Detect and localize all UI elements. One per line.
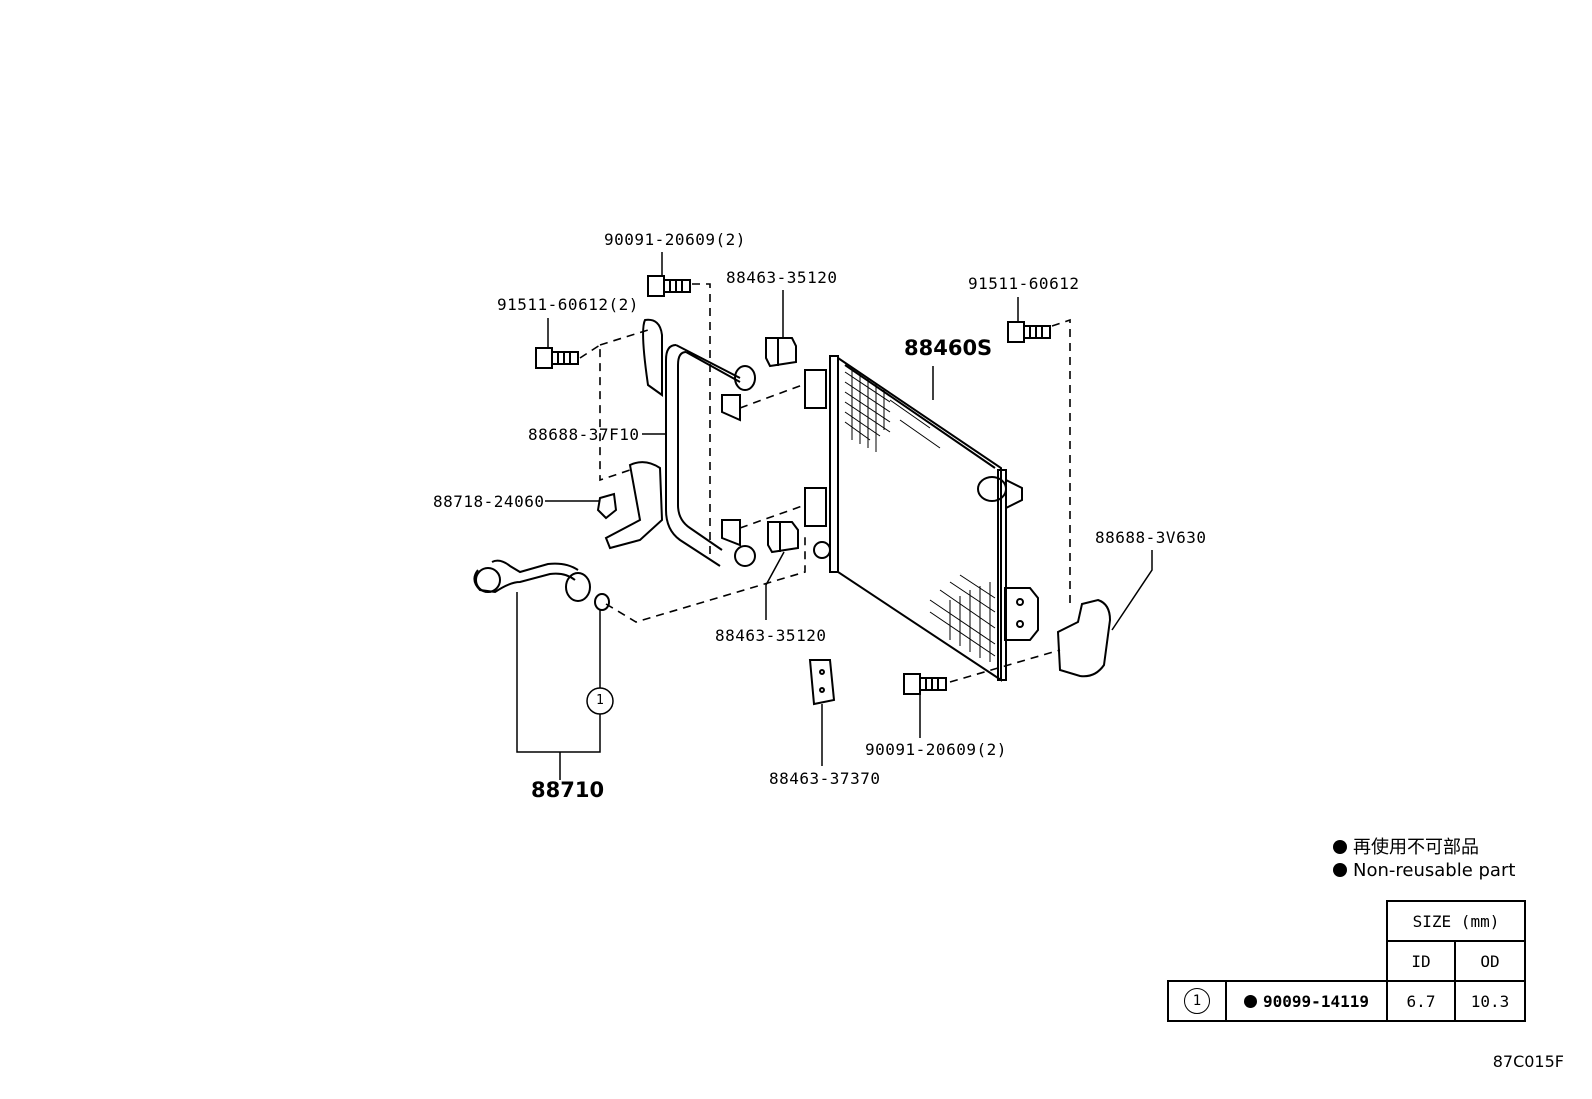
ref-callout: 1 bbox=[1184, 988, 1210, 1014]
legend-en: Non-reusable part bbox=[1333, 862, 1515, 880]
value-id: 6.7 bbox=[1386, 980, 1456, 1022]
clamp-drawing bbox=[596, 492, 618, 520]
label-clamp: 88718-24060 bbox=[433, 492, 545, 511]
cushion-top-drawing bbox=[765, 337, 797, 368]
label-cushion-bottom: 88463-35120 bbox=[715, 626, 827, 645]
label-bolt-top: 90091-20609(2) bbox=[604, 230, 746, 249]
label-condenser: 88460S bbox=[904, 336, 993, 360]
value-od: 10.3 bbox=[1454, 980, 1526, 1022]
tube-drawing bbox=[473, 559, 610, 611]
cushion-bottom-drawing bbox=[767, 521, 799, 554]
bracket-left-drawing bbox=[604, 318, 756, 567]
size-table-header-row: SIZE (mm) bbox=[1168, 900, 1526, 942]
cushion-small-drawing bbox=[808, 659, 836, 706]
bolts-drawing bbox=[535, 275, 1051, 695]
label-bracket-right: 88688-3V630 bbox=[1095, 528, 1207, 547]
bracket-right-drawing bbox=[1056, 598, 1112, 678]
label-bolt-bottom: 90091-20609(2) bbox=[865, 740, 1007, 759]
table-row: 1 90099-14119 6.7 10.3 bbox=[1167, 980, 1526, 1022]
size-header: SIZE (mm) bbox=[1386, 900, 1526, 942]
label-bracket-left: 88688-37F10 bbox=[528, 425, 640, 444]
figure-code: 87C015F bbox=[1492, 1052, 1564, 1071]
bullet-icon bbox=[1333, 863, 1347, 877]
legend-en-text: Non-reusable part bbox=[1353, 860, 1516, 881]
label-cushion-top: 88463-35120 bbox=[726, 268, 838, 287]
bullet-icon bbox=[1333, 840, 1347, 854]
label-bolt-left: 91511-60612(2) bbox=[497, 295, 639, 314]
label-bolt-right-top: 91511-60612 bbox=[968, 274, 1080, 293]
legend-jp-text: 再使用不可部品 bbox=[1353, 837, 1479, 858]
size-table-subheader-row: ID OD bbox=[1168, 940, 1526, 982]
col-id: ID bbox=[1386, 940, 1456, 982]
part-number: 90099-14119 bbox=[1263, 991, 1369, 1011]
label-tube: 88710 bbox=[531, 778, 605, 802]
callout-1-text: 1 bbox=[596, 693, 605, 708]
label-cushion-small: 88463-37370 bbox=[769, 769, 881, 788]
size-table: SIZE (mm) ID OD 1 90099-14119 6.7 10.3 bbox=[1167, 900, 1526, 1022]
col-od: OD bbox=[1454, 940, 1526, 982]
legend-jp: 再使用不可部品 bbox=[1333, 839, 1479, 857]
condenser-drawing bbox=[804, 355, 1039, 682]
non-reusable-bullet-icon bbox=[1244, 994, 1258, 1008]
